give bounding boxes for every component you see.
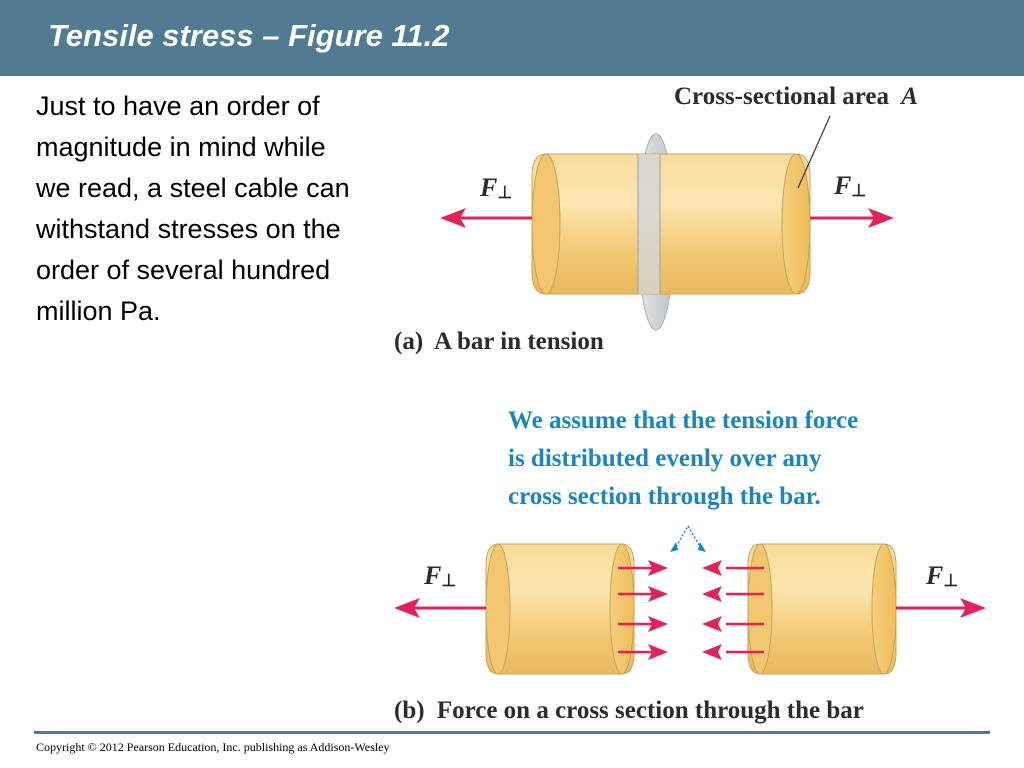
cross-section-slice bbox=[638, 154, 660, 294]
title-bar: Tensile stress – Figure 11.2 bbox=[0, 0, 1024, 76]
bar-b-right-cut-face bbox=[747, 543, 773, 675]
footer-divider bbox=[34, 731, 990, 734]
assumption-note: We assume that the tension force is dist… bbox=[508, 407, 858, 510]
bar-a-right-end bbox=[781, 153, 811, 295]
force-label-right-b: F⊥ bbox=[925, 561, 958, 590]
distributed-arrows-left bbox=[618, 560, 668, 660]
panel-a-diagram bbox=[440, 115, 894, 331]
note-pointer-arrows bbox=[673, 524, 703, 551]
area-pointer-line bbox=[797, 115, 831, 189]
distributed-arrows-right bbox=[702, 560, 764, 660]
panel-a-caption: (a) A bar in tension bbox=[394, 328, 604, 355]
svg-text:is distributed evenly over any: is distributed evenly over any bbox=[508, 445, 822, 472]
panel-b-diagram bbox=[394, 524, 986, 675]
area-label: Cross-sectional area A bbox=[674, 83, 918, 110]
body-paragraph: Just to have an order of magnitude in mi… bbox=[36, 91, 350, 326]
svg-text:We assume that the tension for: We assume that the tension force bbox=[508, 407, 858, 434]
bar-a-body bbox=[531, 153, 811, 295]
tensile-stress-figure: Cross-sectional area A F⊥ F⊥ (a) A bar i… bbox=[386, 76, 998, 730]
force-label-right-a: F⊥ bbox=[833, 171, 866, 200]
force-label-left-a: F⊥ bbox=[479, 173, 512, 202]
copyright-footer: Copyright © 2012 Pearson Education, Inc.… bbox=[36, 740, 390, 754]
svg-text:cross section through the bar.: cross section through the bar. bbox=[508, 483, 821, 510]
bar-a-left-end bbox=[531, 153, 561, 295]
panel-b-caption: (b) Force on a cross section through the… bbox=[394, 697, 864, 724]
force-label-left-b: F⊥ bbox=[423, 561, 456, 590]
slide-title: Tensile stress – Figure 11.2 bbox=[48, 18, 450, 53]
bar-b-left-cut-face bbox=[609, 543, 635, 675]
